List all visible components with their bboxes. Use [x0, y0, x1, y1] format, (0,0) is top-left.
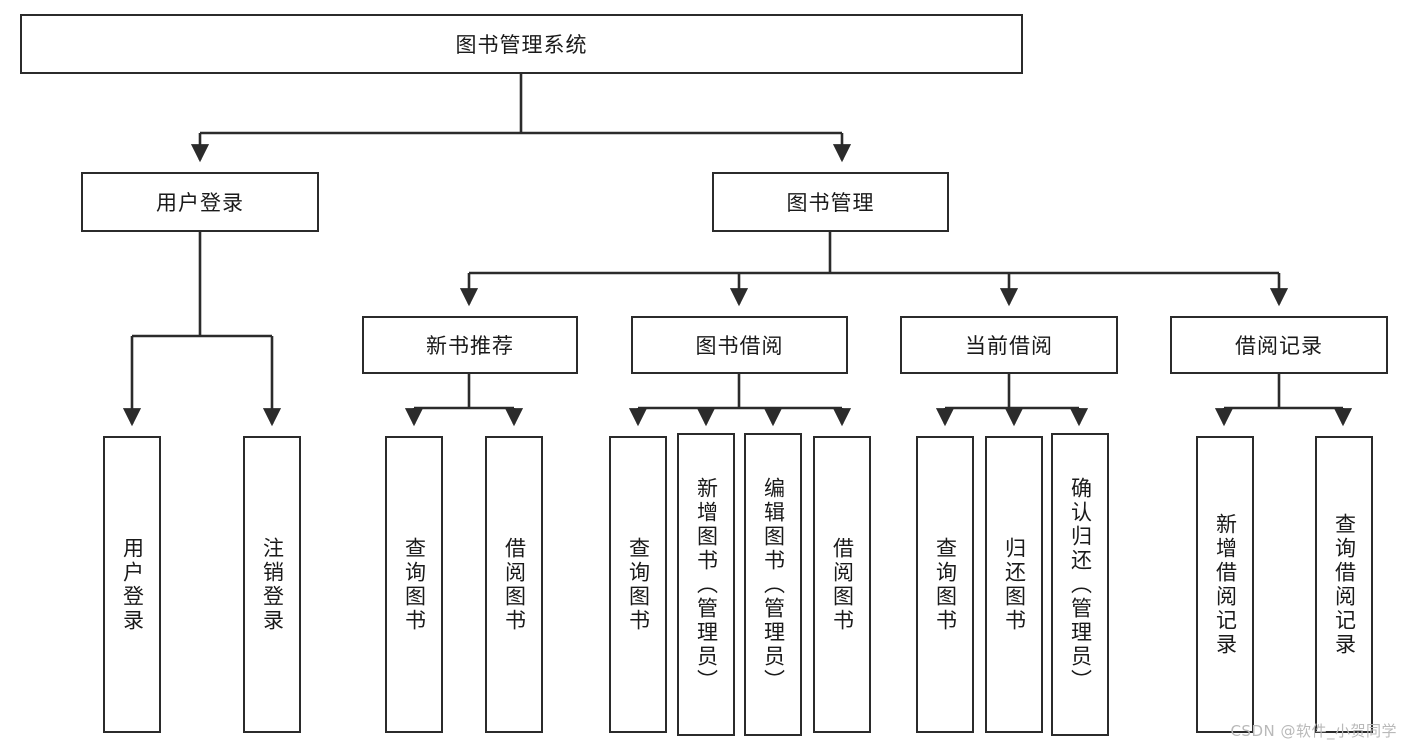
node-label: 新增借阅记录	[1213, 512, 1238, 657]
leaf-current-confirm-return-admin[interactable]: 确认归还（管理员）	[1051, 433, 1109, 736]
leaf-borrow-borrow-book[interactable]: 借阅图书	[813, 436, 871, 733]
leaf-record-query-record[interactable]: 查询借阅记录	[1315, 436, 1373, 733]
node-label: 用户登录	[156, 191, 244, 215]
node-label: 编辑图书（管理员）	[761, 476, 786, 693]
node-label: 借阅图书	[830, 536, 855, 633]
node-book-borrow[interactable]: 图书借阅	[631, 316, 848, 374]
leaf-current-query-book[interactable]: 查询图书	[916, 436, 974, 733]
leaf-record-add-record[interactable]: 新增借阅记录	[1196, 436, 1254, 733]
node-label: 图书借阅	[695, 334, 784, 358]
node-user-login[interactable]: 用户登录	[81, 172, 319, 232]
leaf-user-login-signout[interactable]: 注销登录	[243, 436, 301, 733]
leaf-borrow-add-book-admin[interactable]: 新增图书（管理员）	[677, 433, 735, 736]
node-label: 图书管理	[786, 191, 875, 215]
node-label: 确认归还（管理员）	[1068, 476, 1093, 693]
node-label: 图书管理系统	[455, 33, 588, 57]
watermark-text: CSDN @软件_小贺同学	[1230, 722, 1397, 740]
node-label: 新书推荐	[426, 334, 514, 358]
node-label: 当前借阅	[965, 334, 1053, 358]
node-label: 查询借阅记录	[1332, 512, 1357, 657]
leaf-borrow-edit-book-admin[interactable]: 编辑图书（管理员）	[744, 433, 802, 736]
node-label: 借阅记录	[1235, 334, 1323, 358]
node-current-borrow[interactable]: 当前借阅	[900, 316, 1118, 374]
leaf-user-login-signin[interactable]: 用户登录	[103, 436, 161, 733]
node-root-system[interactable]: 图书管理系统	[20, 14, 1023, 74]
node-label: 查询图书	[933, 536, 958, 633]
node-borrow-record[interactable]: 借阅记录	[1170, 316, 1388, 374]
leaf-recommend-borrow-book[interactable]: 借阅图书	[485, 436, 543, 733]
leaf-borrow-query-book[interactable]: 查询图书	[609, 436, 667, 733]
node-label: 借阅图书	[502, 536, 527, 633]
node-label: 查询图书	[626, 536, 651, 633]
node-label: 查询图书	[402, 536, 427, 633]
node-label: 用户登录	[120, 536, 145, 633]
leaf-recommend-query-book[interactable]: 查询图书	[385, 436, 443, 733]
node-label: 新增图书（管理员）	[694, 476, 719, 693]
node-book-management[interactable]: 图书管理	[712, 172, 949, 232]
node-label: 注销登录	[260, 536, 285, 633]
node-new-book-recommend[interactable]: 新书推荐	[362, 316, 578, 374]
leaf-current-return-book[interactable]: 归还图书	[985, 436, 1043, 733]
node-label: 归还图书	[1002, 536, 1027, 633]
